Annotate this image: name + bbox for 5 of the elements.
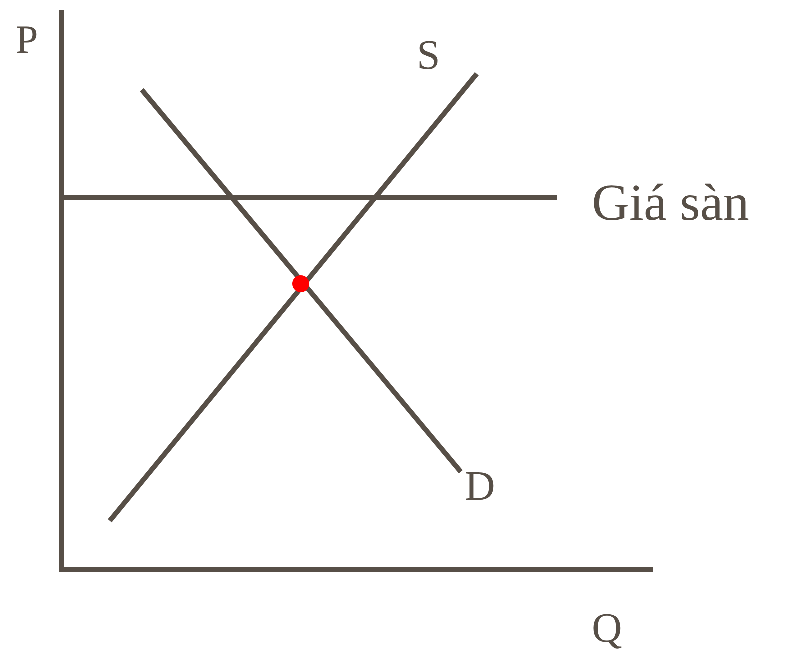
- quantity-axis-label: Q: [592, 608, 622, 650]
- price-floor-label: Giá sàn: [592, 178, 750, 230]
- demand-label: D: [465, 466, 496, 508]
- price-axis-label: P: [16, 20, 38, 60]
- supply-label: S: [417, 35, 440, 77]
